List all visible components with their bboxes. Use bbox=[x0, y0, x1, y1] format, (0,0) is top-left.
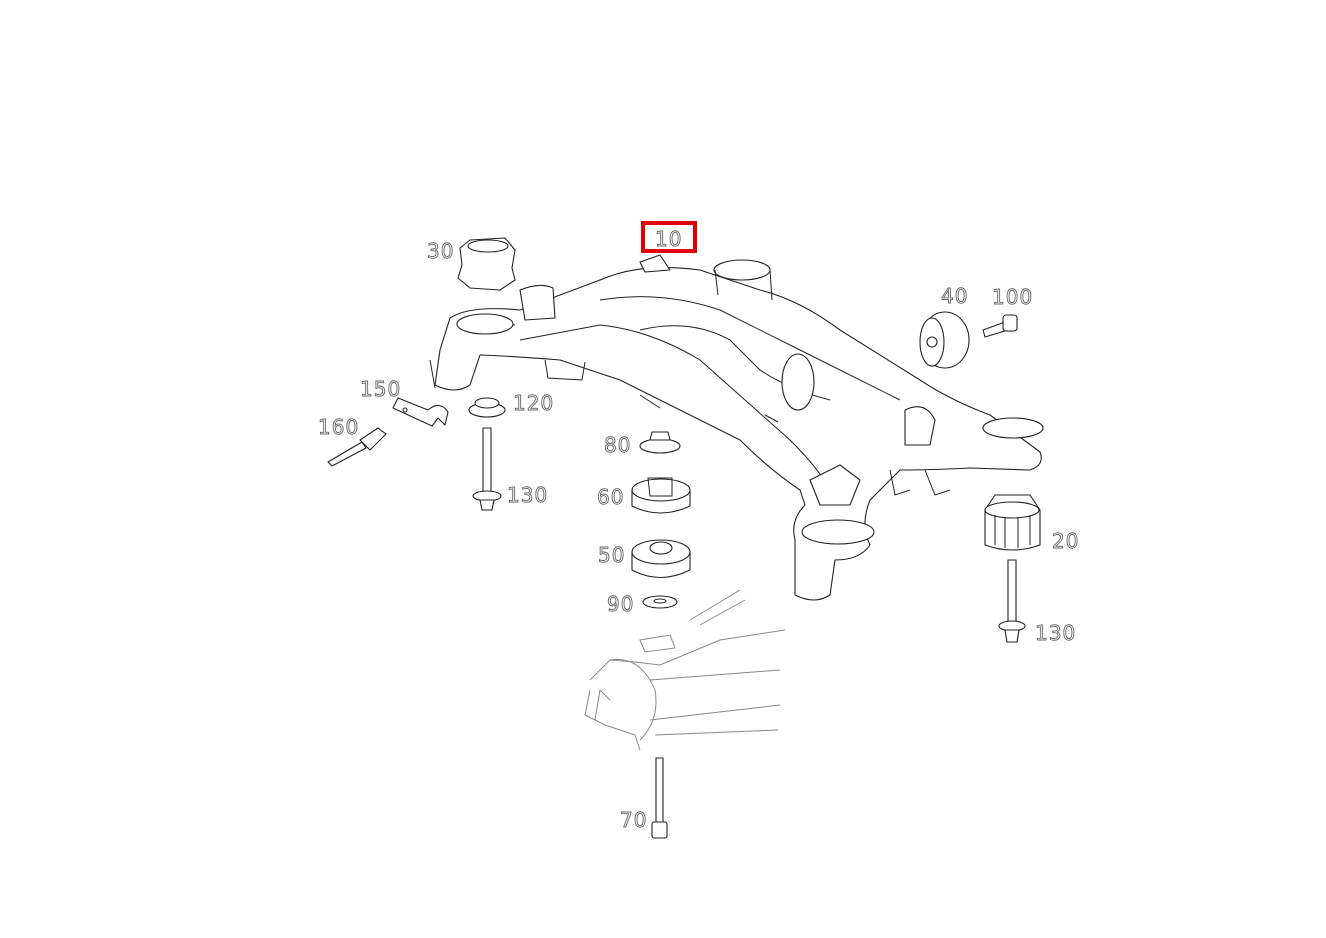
washer-part-120[interactable] bbox=[468, 397, 506, 418]
mount-part-60[interactable] bbox=[631, 477, 691, 514]
bolt-part-70[interactable] bbox=[651, 757, 668, 839]
highlight-box-part-10 bbox=[641, 221, 697, 253]
axle-carrier bbox=[584, 589, 786, 751]
subframe-part-10[interactable] bbox=[429, 254, 1044, 601]
callout-40[interactable]: 40 bbox=[941, 284, 968, 309]
callout-130-left[interactable]: 130 bbox=[507, 483, 548, 508]
bolt-part-130-left[interactable] bbox=[472, 427, 502, 511]
callout-80[interactable]: 80 bbox=[604, 433, 631, 458]
callout-130-right[interactable]: 130 bbox=[1035, 621, 1076, 646]
bracket-part-150[interactable] bbox=[392, 397, 449, 427]
callout-30[interactable]: 30 bbox=[427, 239, 454, 264]
mount-part-20[interactable] bbox=[984, 494, 1041, 551]
bolt-part-130-right[interactable] bbox=[998, 559, 1026, 643]
bolt-part-160[interactable] bbox=[327, 427, 387, 467]
mount-part-30[interactable] bbox=[457, 237, 516, 291]
callout-100[interactable]: 100 bbox=[992, 285, 1033, 310]
callout-150[interactable]: 150 bbox=[360, 377, 401, 402]
bolt-part-100[interactable] bbox=[982, 314, 1018, 338]
bushing-part-40[interactable] bbox=[919, 311, 970, 369]
callout-160[interactable]: 160 bbox=[318, 415, 359, 440]
callout-10[interactable]: 10 bbox=[655, 227, 682, 252]
callout-120[interactable]: 120 bbox=[513, 391, 554, 416]
washer-part-90[interactable] bbox=[642, 595, 678, 609]
callout-60[interactable]: 60 bbox=[597, 485, 624, 510]
nut-part-80[interactable] bbox=[639, 431, 681, 454]
callout-20[interactable]: 20 bbox=[1052, 529, 1079, 554]
callout-50[interactable]: 50 bbox=[598, 543, 625, 568]
callout-70[interactable]: 70 bbox=[620, 808, 647, 833]
mount-part-50[interactable] bbox=[631, 539, 691, 579]
callout-90[interactable]: 90 bbox=[607, 592, 634, 617]
